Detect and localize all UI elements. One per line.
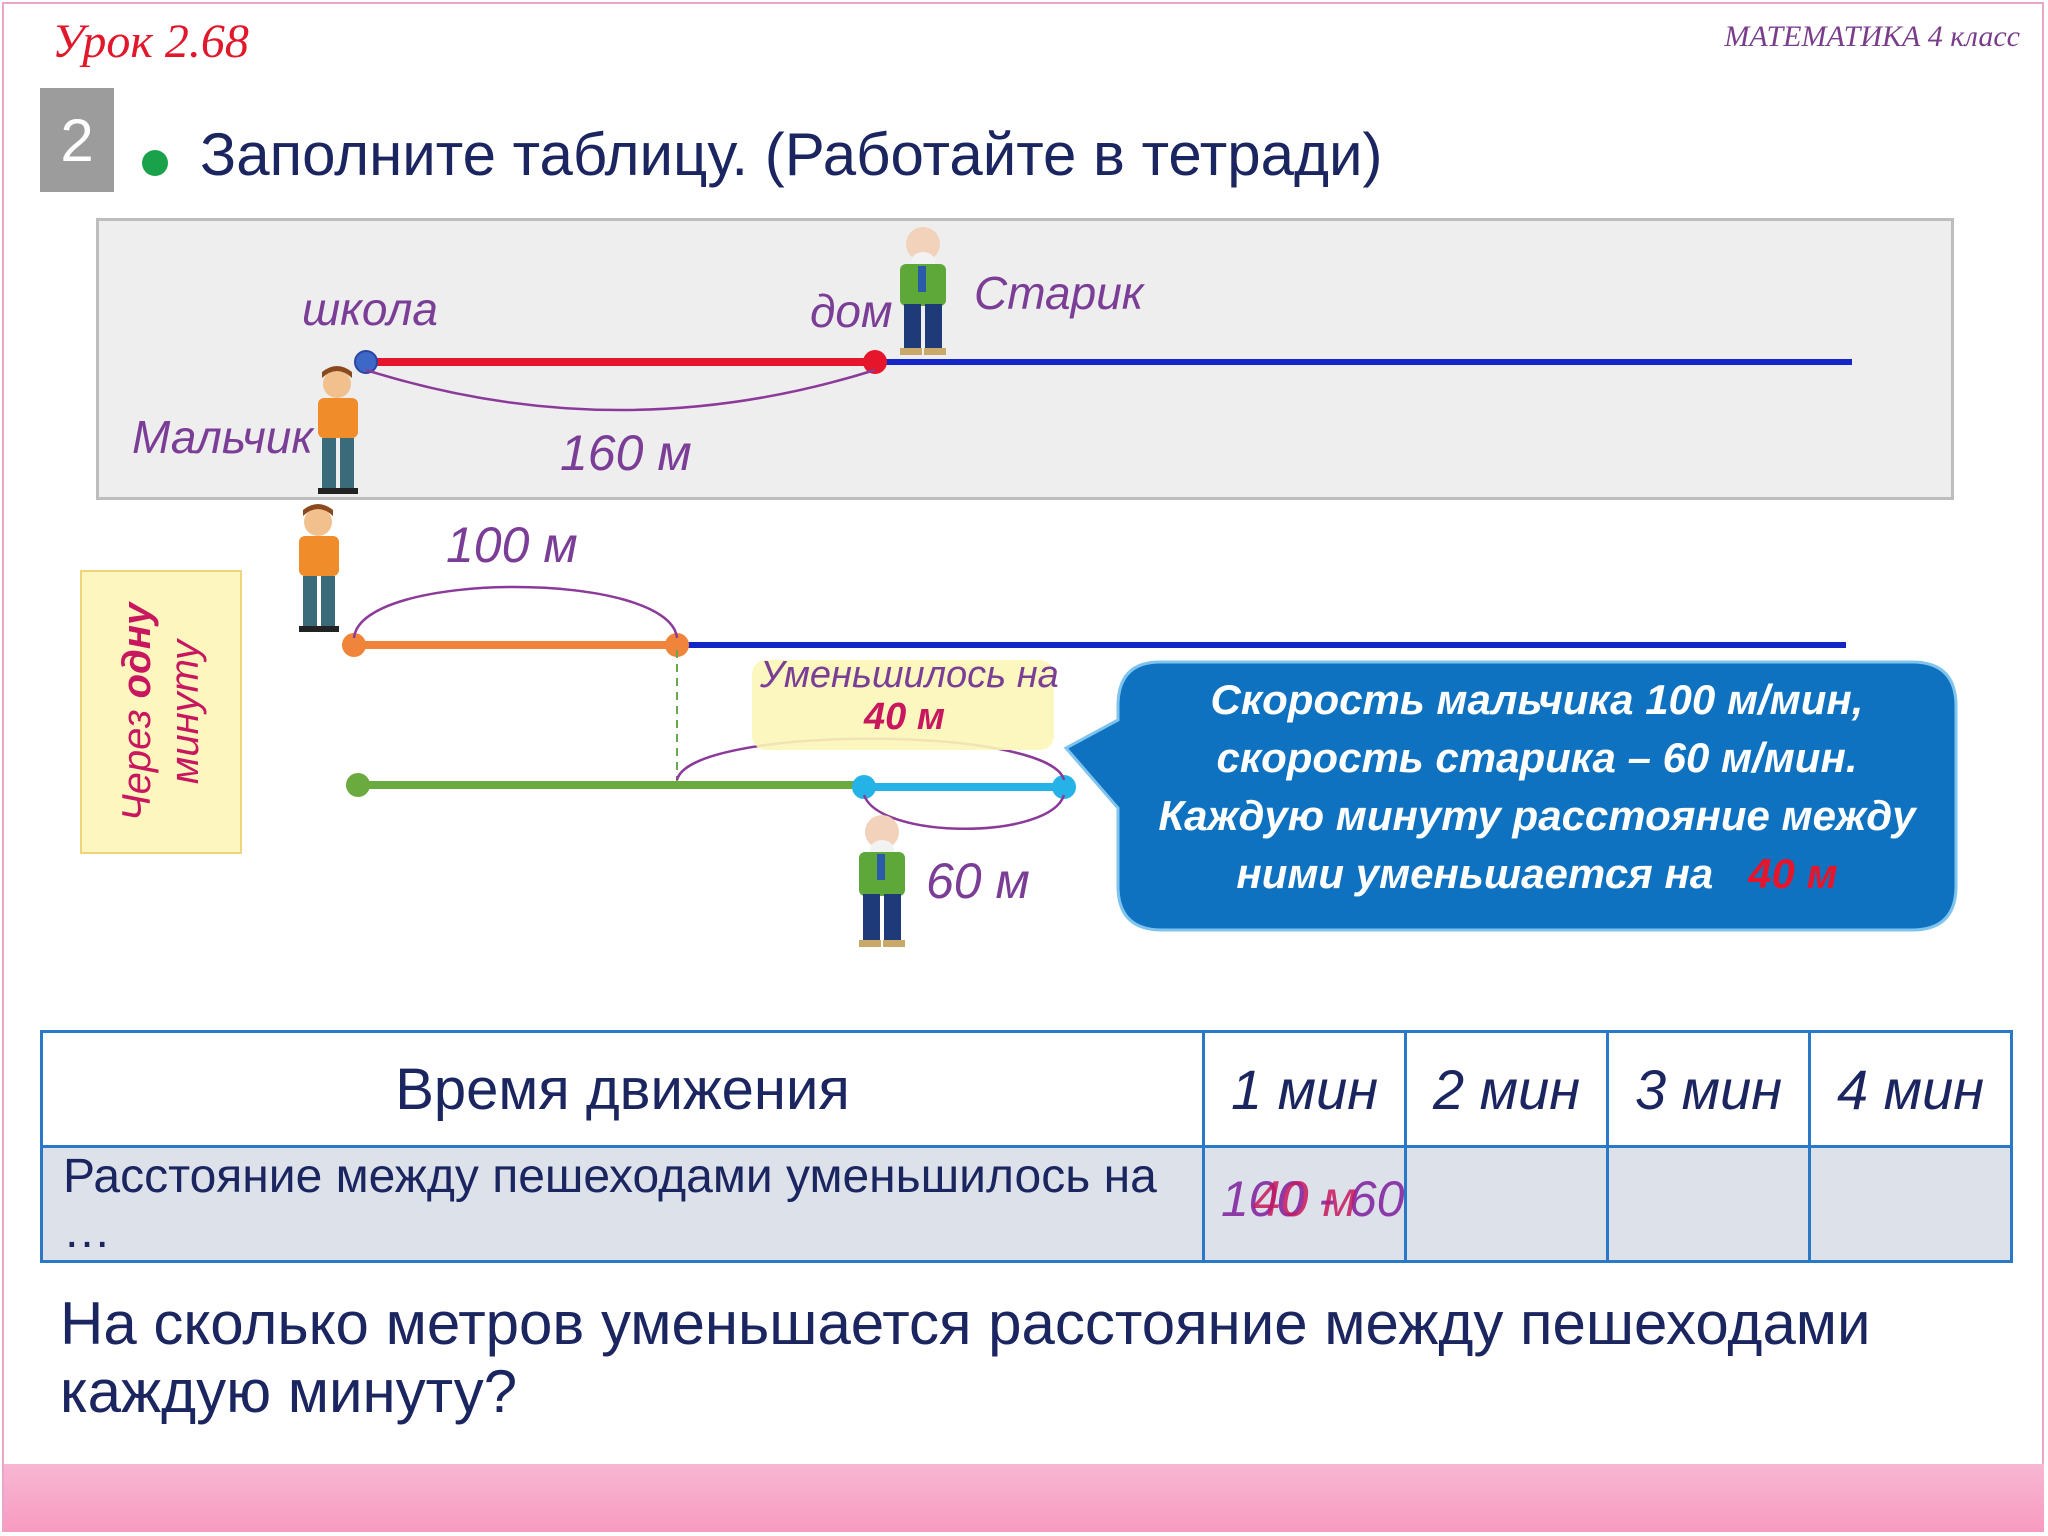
boy-end-point bbox=[665, 633, 689, 657]
speed-callout-bubble bbox=[1063, 660, 1958, 932]
school-label: школа bbox=[302, 283, 439, 335]
green-start-point bbox=[346, 773, 370, 797]
callout-line-1: Скорость мальчика 100 м/мин, bbox=[1210, 676, 1864, 723]
callout-highlight: 40 м bbox=[1748, 850, 1838, 897]
boy-start-point bbox=[342, 633, 366, 657]
column-3-header: 3 мин bbox=[1606, 1030, 1811, 1148]
decreased-label: Уменьшилось на bbox=[760, 654, 1059, 696]
after-one-minute-text: Через одну минуту bbox=[115, 602, 207, 822]
lesson-title: Урок 2.68 bbox=[52, 15, 249, 68]
boy-figure-icon bbox=[318, 366, 358, 494]
answer-cell-3[interactable] bbox=[1606, 1145, 1811, 1263]
distance-100-brace bbox=[352, 585, 679, 639]
callout-line-4: ними уменьшается на 40 м bbox=[1236, 850, 1838, 897]
callout-text: Скорость мальчика 100 м/мин, скорость ст… bbox=[1118, 676, 1956, 898]
column-2-header: 2 мин bbox=[1404, 1030, 1609, 1148]
table-header-row: Время движения 1 мин 2 мин 3 мин 4 мин bbox=[40, 1030, 2013, 1148]
distance-60-brace bbox=[862, 794, 1066, 830]
old-man-label: Старик bbox=[974, 267, 1144, 319]
task-number-badge: 2 bbox=[40, 88, 114, 192]
column-1-header: 1 мин bbox=[1202, 1030, 1407, 1148]
table-row: Расстояние между пешеходами уменьшилось … bbox=[40, 1145, 2013, 1263]
bullet-icon bbox=[142, 150, 168, 176]
answer-cell-4[interactable] bbox=[1808, 1145, 2013, 1263]
old-man-figure-icon bbox=[900, 227, 946, 355]
subject-label: МАТЕМАТИКА 4 класс bbox=[1724, 20, 2020, 53]
callout-line-3: Каждую минуту расстояние между bbox=[1158, 792, 1916, 839]
question-text: На сколько метров уменьшается расстояние… bbox=[60, 1290, 1871, 1425]
old-man-figure-icon bbox=[859, 815, 905, 947]
boy-figure-icon bbox=[299, 504, 339, 632]
callout-line-2: скорость старика – 60 м/мин. bbox=[1216, 734, 1858, 781]
distance-row-label: Расстояние между пешеходами уменьшилось … bbox=[40, 1145, 1205, 1263]
decreased-value: 40 м bbox=[864, 696, 945, 738]
decrease-highlight bbox=[752, 660, 1054, 750]
column-4-header: 4 мин bbox=[1808, 1030, 2013, 1148]
footer-band bbox=[4, 1464, 2044, 1532]
old-man-start-point bbox=[1052, 775, 1076, 799]
distance-160-label: 160 м bbox=[560, 425, 692, 481]
home-point bbox=[863, 350, 887, 374]
old-man-end-point bbox=[852, 775, 876, 799]
answer-cell-2[interactable] bbox=[1404, 1145, 1609, 1263]
boy-label: Мальчик bbox=[132, 411, 314, 463]
school-point bbox=[354, 350, 378, 374]
answer-cell-1[interactable]: 100 - 60 40 м bbox=[1202, 1145, 1407, 1263]
answer-result: 40 м bbox=[1253, 1171, 1357, 1227]
motion-table: Время движения 1 мин 2 мин 3 мин 4 мин Р… bbox=[40, 1030, 2013, 1263]
distance-60-label: 60 м bbox=[926, 853, 1030, 909]
distance-160-brace bbox=[365, 368, 876, 412]
home-label: дом bbox=[810, 285, 893, 337]
distance-100-label: 100 м bbox=[446, 517, 578, 573]
after-one-minute-tag: Через одну минуту bbox=[80, 570, 242, 854]
answer-formula: 100 - 60 bbox=[1221, 1171, 1405, 1227]
time-header-cell: Время движения bbox=[40, 1030, 1205, 1148]
task-instruction: Заполните таблицу. (Работайте в тетради) bbox=[200, 121, 1383, 188]
